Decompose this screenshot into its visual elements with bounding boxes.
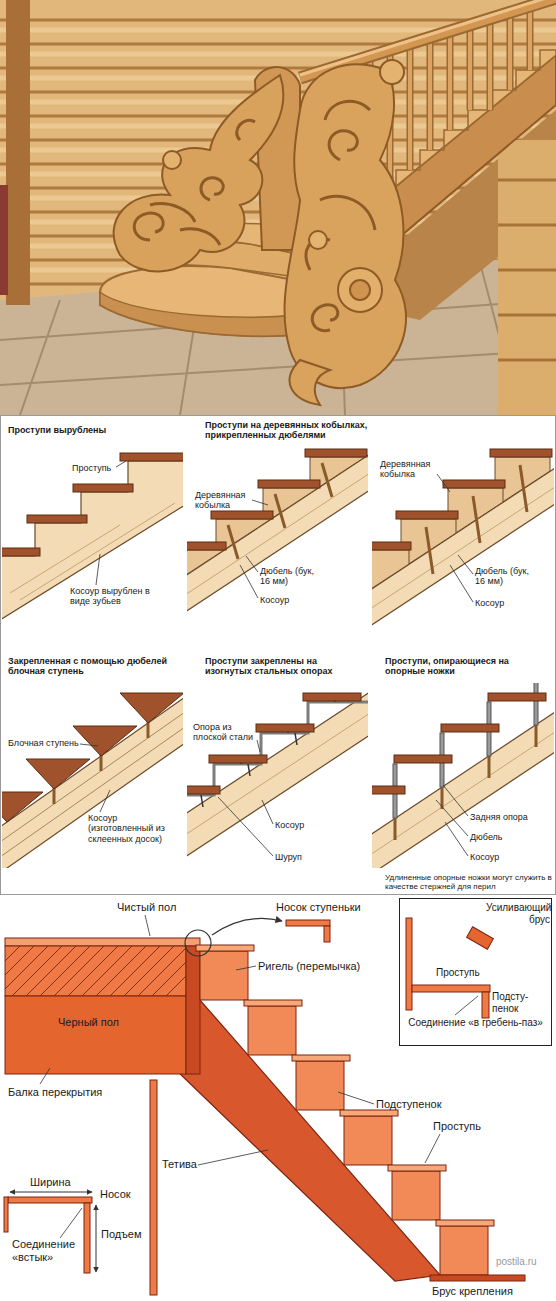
part-label: Тетива <box>162 1158 197 1171</box>
part-label: Шуруп <box>275 852 302 862</box>
part-label: Подъем <box>101 1228 142 1241</box>
inset-label: Усиливающий брус <box>486 902 550 925</box>
note: Удлиненные опорные ножки могут служить в… <box>385 873 553 891</box>
part-label: Задняя опора <box>470 812 528 822</box>
part-label: Дюбель (бук, 16 мм) <box>260 566 322 587</box>
part-label: Деревянная кобылка <box>380 459 438 480</box>
part-label: Блочная ступень <box>8 738 79 748</box>
stringer-panels <box>0 416 556 895</box>
part-label: Ширина <box>30 1176 71 1189</box>
part-label: Носок ступеньки <box>276 901 361 914</box>
part-label: Брус крепления <box>430 1285 515 1298</box>
part-label: Проступь <box>72 463 111 473</box>
panel-title: Закрепленная с помощью дюбелей блочная с… <box>8 656 173 677</box>
panel-title: Проступи вырублены <box>8 425 106 435</box>
inset-label: Проступь <box>436 967 480 979</box>
leader-lines <box>40 915 440 1238</box>
part-label: Косоур <box>260 595 289 605</box>
part-label: Косоур <box>275 820 304 830</box>
part-label: Черный пол <box>58 1016 119 1029</box>
panel-title: Проступи на деревянных кобылках, прикреп… <box>205 420 377 441</box>
stair-cutaway <box>0 898 552 1295</box>
inset-label: Соединение «в гребень-паз» <box>405 1017 546 1029</box>
part-label: Проступь <box>433 1120 481 1133</box>
watermark: postila.ru <box>496 1256 537 1268</box>
panel-title: Проступи, опирающиеся на опорные ножки <box>385 656 535 677</box>
inset-label: Подсту- пенок <box>492 991 537 1014</box>
part-label: Опора из плоской стали <box>193 722 259 743</box>
part-label: Ригель (перемычка) <box>258 960 360 973</box>
part-label: Носок <box>100 1188 131 1201</box>
part-label: Косоур (изготовленный из склеенных досок… <box>88 813 184 844</box>
part-label: Балка перекрытия <box>8 1086 102 1099</box>
part-label: Косоур <box>475 598 504 608</box>
part-label: Дюбель <box>470 832 503 842</box>
detail-inset: Усиливающий брусПроступьПодсту- пенокСое… <box>399 898 552 1046</box>
part-label: Подступенок <box>376 1098 441 1111</box>
part-label: Соединение «встык» <box>12 1238 87 1263</box>
part-label: Косоур вырублен в виде зубьев <box>70 586 150 607</box>
part-label: Косоур <box>470 852 499 862</box>
part-label: Деревянная кобылка <box>195 490 253 511</box>
part-label: Чистый пол <box>117 901 176 914</box>
part-label: Дюбель (бук, 16 мм) <box>475 566 537 587</box>
staircase-photo <box>0 0 556 415</box>
panel-title: Проступи закреплены на изогнутых стальны… <box>205 656 365 677</box>
